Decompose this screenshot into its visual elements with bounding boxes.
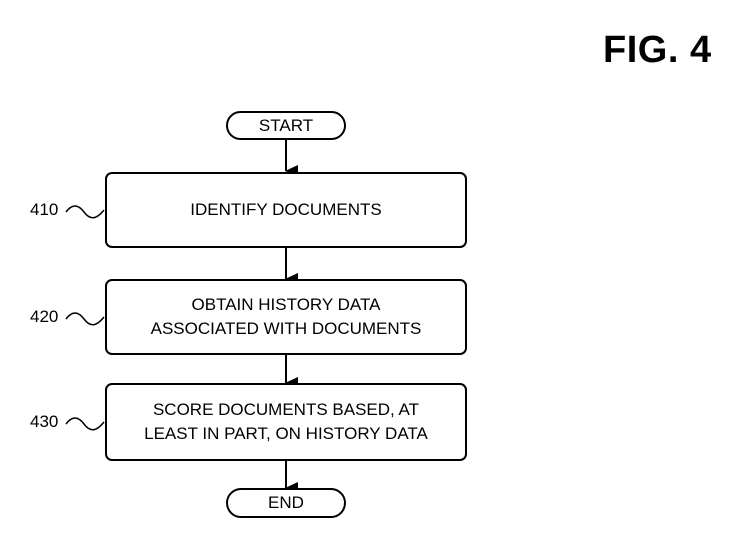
step-score-documents: SCORE DOCUMENTS BASED, AT LEAST IN PART,… [105, 383, 467, 461]
ref-leader-410 [65, 205, 105, 219]
start-terminal: START [226, 111, 346, 140]
step-text-430: SCORE DOCUMENTS BASED, AT LEAST IN PART,… [144, 400, 428, 443]
step-identify-documents: IDENTIFY DOCUMENTS [105, 172, 467, 248]
ref-leader-430 [65, 417, 105, 431]
step-text-420: OBTAIN HISTORY DATA ASSOCIATED WITH DOCU… [150, 295, 422, 338]
step-text-410: IDENTIFY DOCUMENTS [190, 200, 382, 219]
ref-leader-420 [65, 312, 105, 326]
figure-label: FIG. 4 [603, 29, 712, 71]
step-ref-420: 420 [30, 307, 59, 326]
end-terminal: END [226, 488, 346, 518]
step-ref-410: 410 [30, 200, 59, 219]
step-obtain-history-data: OBTAIN HISTORY DATA ASSOCIATED WITH DOCU… [105, 279, 467, 355]
start-label: START [258, 115, 314, 135]
step-ref-430: 430 [30, 412, 59, 431]
end-label: END [268, 493, 304, 512]
